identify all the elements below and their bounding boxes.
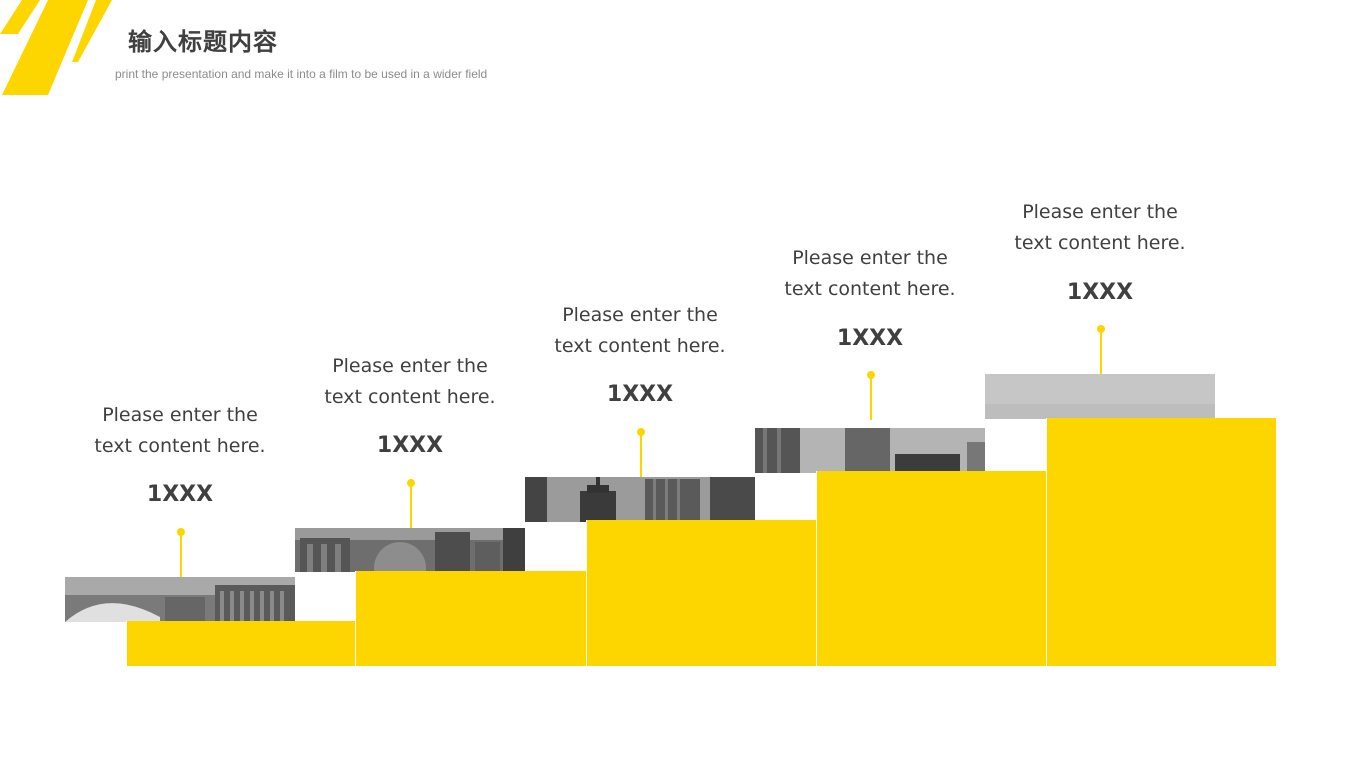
city-photo-2 — [295, 528, 525, 572]
city-photo-3 — [525, 477, 755, 522]
slash-decoration-icon — [0, 0, 112, 95]
city-photo-4 — [755, 428, 985, 473]
step-5-value: 1XXX — [1066, 280, 1134, 305]
step-2-pin-line — [410, 483, 412, 528]
step-bar-2 — [355, 571, 586, 666]
step-bar-4 — [816, 471, 1047, 666]
step-4-text-line1: Please enter the — [792, 247, 948, 269]
step-3-pin-line — [640, 432, 642, 477]
step-2-text: Please enter the text content here. — [300, 351, 520, 413]
step-5-text-line2: text content here. — [1014, 232, 1186, 254]
step-2-text-line2: text content here. — [324, 386, 496, 408]
step-4-value: 1XXX — [836, 326, 904, 351]
step-4-text: Please enter the text content here. — [760, 243, 980, 305]
step-1-value: 1XXX — [146, 482, 214, 507]
step-5-text-line1: Please enter the — [1022, 201, 1178, 223]
step-1-text-line2: text content here. — [94, 435, 266, 457]
step-bar-1 — [126, 621, 356, 666]
step-5-pin-line — [1100, 329, 1102, 374]
step-bar-3 — [586, 520, 817, 666]
step-4-pin-line — [870, 375, 872, 420]
step-3-text-line2: text content here. — [554, 335, 726, 357]
step-2-text-line1: Please enter the — [332, 355, 488, 377]
step-1-text: Please enter the text content here. — [70, 400, 290, 462]
step-4-text-line2: text content here. — [784, 278, 956, 300]
step-3-value: 1XXX — [606, 382, 674, 407]
city-photo-1 — [65, 577, 295, 622]
step-1-text-line1: Please enter the — [102, 404, 258, 426]
page-subtitle: print the presentation and make it into … — [115, 67, 488, 81]
step-3-text-line1: Please enter the — [562, 304, 718, 326]
step-2-value: 1XXX — [376, 433, 444, 458]
step-5-text: Please enter the text content here. — [990, 197, 1210, 259]
city-photo-5 — [985, 374, 1215, 419]
step-bar-5 — [1046, 418, 1276, 666]
page-title: 输入标题内容 — [128, 28, 278, 56]
step-1-pin-line — [180, 532, 182, 577]
step-3-text: Please enter the text content here. — [530, 300, 750, 362]
